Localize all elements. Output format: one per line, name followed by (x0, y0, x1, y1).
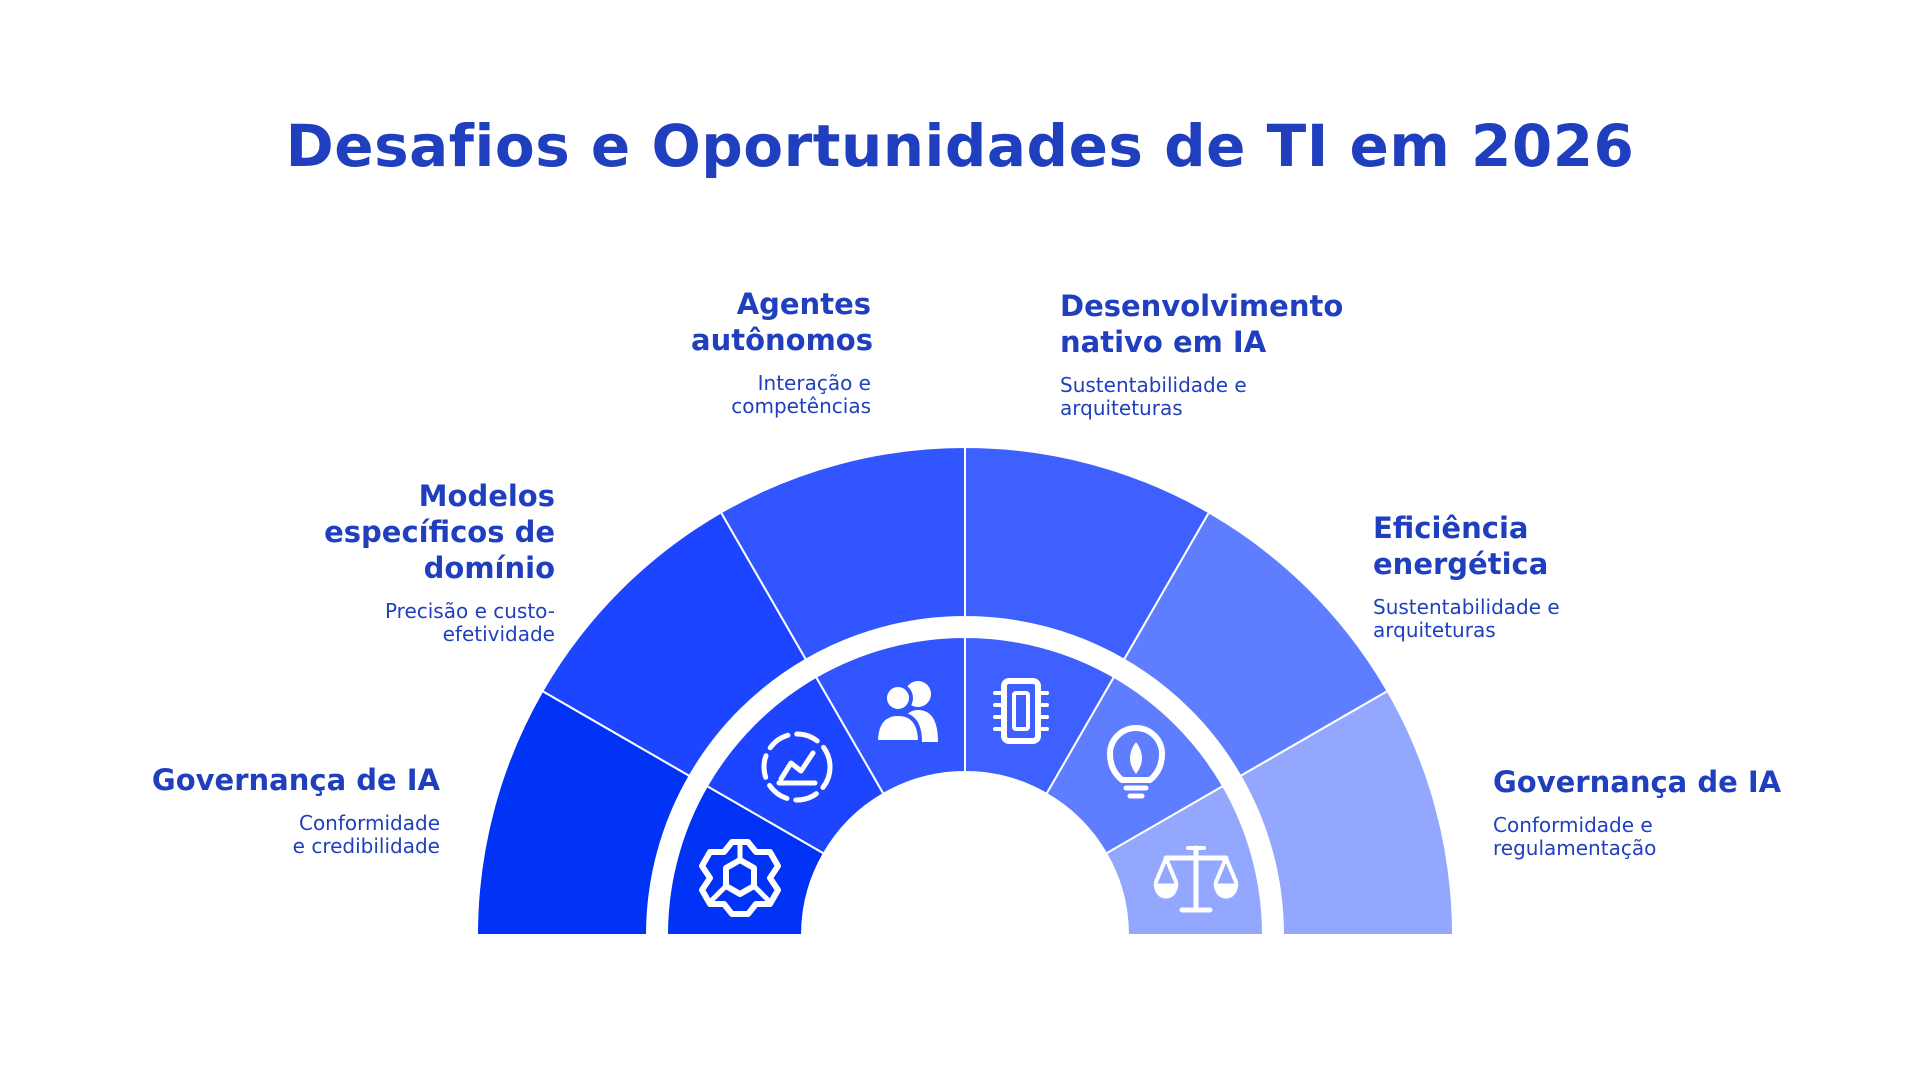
lightbulb-leaf-icon (1107, 725, 1165, 799)
segment-heading: Agentes autônomos (691, 287, 873, 357)
segment-heading: Desenvolvimento nativo em IA (1060, 289, 1344, 359)
segment-subtitle: Conformidade e credibilidade (292, 811, 440, 858)
segment-subtitle: Sustentabilidade e arquiteturas (1060, 373, 1247, 420)
outer-segment-5 (1239, 689, 1455, 936)
label-modelos-especificos: Modelos específicos de domínio Precisão … (225, 478, 555, 646)
hexagon-network-icon (699, 839, 781, 917)
label-agentes-autonomos: Agentes autônomos Interação e competênci… (541, 286, 873, 418)
chip-icon (993, 678, 1049, 744)
page-title: Desafios e Oportunidades de TI em 2026 (285, 112, 1635, 180)
scales-icon (1153, 845, 1239, 913)
users-icon (874, 681, 938, 744)
segment-heading: Modelos específicos de domínio (324, 479, 555, 585)
segment-heading: Eficiência energética (1373, 511, 1549, 581)
segment-subtitle: Conformidade e regulamentação (1493, 813, 1657, 860)
label-eficiencia-energetica: Eficiência energética Sustentabilidade e… (1373, 510, 1703, 642)
label-governanca-ia-right: Governança de IA Conformidade e regulame… (1493, 764, 1823, 860)
label-desenvolvimento-nativo: Desenvolvimento nativo em IA Sustentabil… (1060, 288, 1390, 420)
label-governanca-ia-left: Governança de IA Conformidade e credibil… (110, 762, 440, 858)
segment-subtitle: Sustentabilidade e arquiteturas (1373, 595, 1560, 642)
segment-subtitle: Precisão e custo-efetividade (384, 599, 555, 646)
chart-trend-icon (761, 731, 833, 803)
segment-heading: Governança de IA (1493, 765, 1782, 799)
segment-subtitle: Interação e competências (731, 371, 871, 418)
segment-heading: Governança de IA (151, 763, 440, 797)
